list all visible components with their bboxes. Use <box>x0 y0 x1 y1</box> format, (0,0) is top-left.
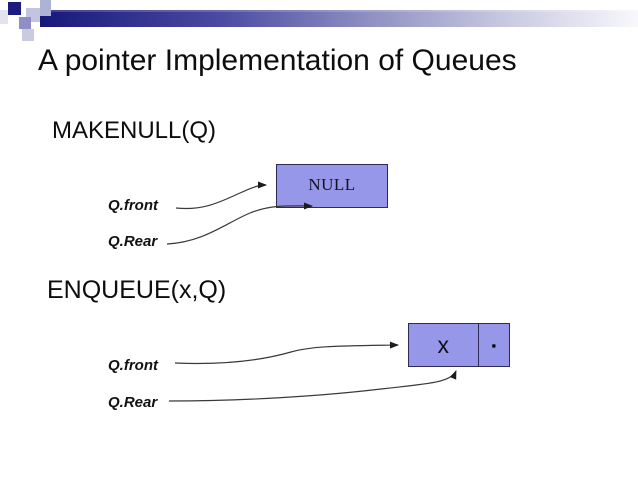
enqueue-qrear-arrow <box>168 370 457 402</box>
enqueue-value-cell: x <box>409 324 478 366</box>
deco-square-navy <box>8 2 21 15</box>
enqueue-qfront-arrow <box>174 341 399 365</box>
slide-title: A pointer Implementation of Queues <box>38 44 517 77</box>
deco-square-faint <box>0 10 8 24</box>
enqueue-pointer-cell: ▪ <box>477 324 509 366</box>
deco-square-pale <box>22 29 34 41</box>
pointer-dot-icon: ▪ <box>491 337 497 353</box>
enqueue-node-box: x ▪ <box>408 323 510 367</box>
null-value-text: NULL <box>308 174 356 194</box>
makenull-heading: MAKENULL(Q) <box>52 117 217 144</box>
makenull-node-box: NULL <box>276 164 388 208</box>
makenull-qfront-label: Q.front <box>108 197 158 214</box>
enqueue-qrear-label: Q.Rear <box>108 394 158 411</box>
enqueue-value-text: x <box>437 331 450 358</box>
enqueue-qfront-label: Q.front <box>108 357 158 374</box>
makenull-qrear-arrow <box>166 202 313 245</box>
deco-square-slate <box>19 17 31 29</box>
makenull-qfront-arrow <box>175 181 267 210</box>
enqueue-heading: ENQUEUE(x,Q) <box>47 276 227 304</box>
deco-square-bluegrey <box>40 0 51 16</box>
title-gradient-bar <box>40 10 638 27</box>
makenull-qrear-label: Q.Rear <box>108 233 158 250</box>
